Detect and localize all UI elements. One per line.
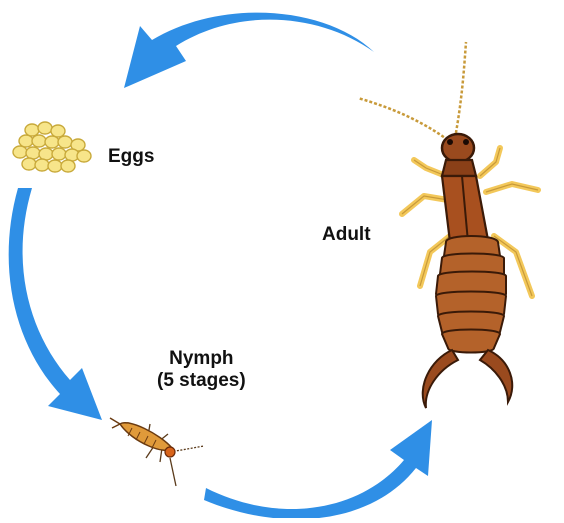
adult-label: Adult <box>322 224 371 246</box>
adult-earwig-illustration <box>358 42 538 408</box>
nymph-label: Nymph (5 stages) <box>157 348 246 392</box>
eggs-label: Eggs <box>108 146 154 168</box>
arrow-eggs-to-nymph <box>9 188 102 420</box>
eggs-illustration <box>13 122 91 172</box>
arrow-nymph-to-adult <box>204 420 432 518</box>
nymph-label-line2: (5 stages) <box>157 370 246 392</box>
nymph-label-line1: Nymph <box>157 348 246 370</box>
nymph-illustration <box>110 418 204 486</box>
arrow-adult-to-eggs <box>124 13 374 88</box>
